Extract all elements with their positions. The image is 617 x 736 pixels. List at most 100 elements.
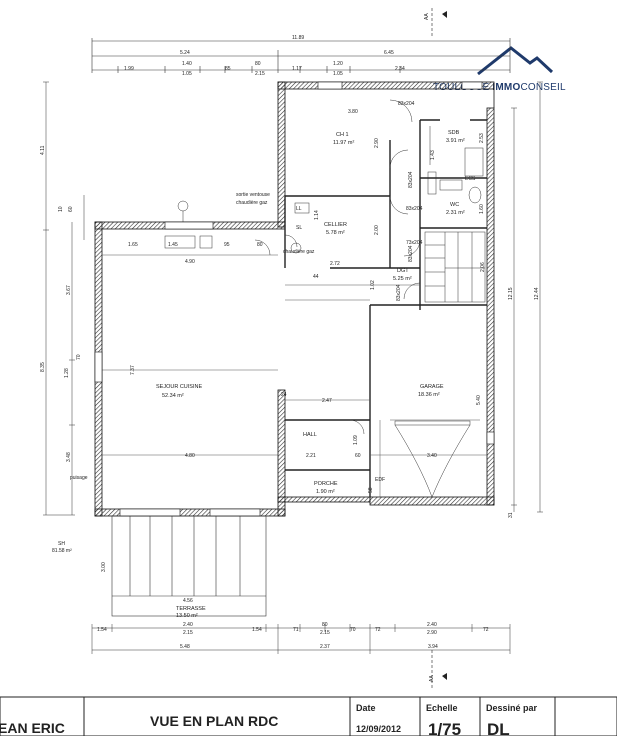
roof-logo-icon bbox=[477, 46, 554, 76]
room-wc-area: 2.31 m² bbox=[446, 210, 465, 216]
kitchen-fixtures bbox=[164, 200, 213, 249]
svg-text:85: 85 bbox=[225, 66, 231, 72]
room-ch1-area: 11.97 m² bbox=[333, 140, 354, 146]
svg-text:70: 70 bbox=[350, 627, 356, 633]
svg-text:1.45: 1.45 bbox=[168, 242, 178, 248]
room-porche-area: 1.90 m² bbox=[316, 489, 335, 495]
svg-text:2.72: 2.72 bbox=[330, 261, 340, 267]
svg-text:2.40: 2.40 bbox=[427, 622, 437, 628]
room-cellier-area: 5.78 m² bbox=[326, 230, 345, 236]
svg-text:2.37: 2.37 bbox=[320, 644, 330, 650]
svg-text:3.67: 3.67 bbox=[66, 285, 72, 295]
svg-text:SL: SL bbox=[296, 225, 302, 231]
svg-text:puisage: puisage bbox=[70, 475, 88, 481]
svg-text:3.48: 3.48 bbox=[66, 452, 72, 462]
svg-text:1.54: 1.54 bbox=[252, 627, 262, 633]
svg-text:2.00: 2.00 bbox=[374, 225, 380, 235]
svg-text:12.15: 12.15 bbox=[508, 287, 514, 300]
svg-text:1.20: 1.20 bbox=[333, 61, 343, 67]
logo-part2: IMMO bbox=[492, 82, 520, 93]
room-sdb-area: 3.91 m² bbox=[446, 138, 465, 144]
room-dgt-name: DGT bbox=[397, 268, 409, 274]
light-partitions bbox=[102, 254, 487, 497]
svg-text:1.40: 1.40 bbox=[182, 61, 192, 67]
svg-text:60: 60 bbox=[68, 206, 74, 212]
svg-text:1.99: 1.99 bbox=[124, 66, 134, 72]
room-terrasse-area: 13.50 m² bbox=[176, 613, 198, 619]
svg-text:31: 31 bbox=[508, 512, 514, 518]
svg-text:80: 80 bbox=[255, 61, 261, 67]
svg-text:60: 60 bbox=[355, 453, 361, 459]
svg-text:2.15: 2.15 bbox=[320, 630, 330, 636]
svg-text:72: 72 bbox=[375, 627, 381, 633]
svg-text:1.60: 1.60 bbox=[479, 204, 485, 214]
svg-text:LL: LL bbox=[296, 206, 302, 212]
svg-text:7.37: 7.37 bbox=[130, 365, 136, 375]
svg-text:11.89: 11.89 bbox=[292, 35, 304, 41]
svg-text:73x204: 73x204 bbox=[406, 240, 423, 246]
svg-text:83x204: 83x204 bbox=[398, 101, 415, 107]
svg-text:3.94: 3.94 bbox=[428, 644, 438, 650]
svg-text:44: 44 bbox=[313, 274, 319, 280]
svg-text:24: 24 bbox=[281, 392, 287, 398]
staircase bbox=[424, 231, 486, 303]
svg-text:sortie ventouse: sortie ventouse bbox=[236, 192, 270, 198]
top-dimensions bbox=[91, 38, 511, 73]
svg-text:1.02: 1.02 bbox=[370, 280, 376, 290]
svg-text:ECS: ECS bbox=[465, 176, 476, 182]
room-sejour-area: 52.34 m² bbox=[162, 393, 184, 399]
garage-door bbox=[394, 420, 471, 498]
svg-text:1.54: 1.54 bbox=[97, 627, 107, 633]
svg-text:1.05: 1.05 bbox=[333, 71, 343, 77]
interior-walls bbox=[284, 119, 487, 497]
svg-text:83x204: 83x204 bbox=[408, 171, 414, 188]
svg-text:chaudière gaz: chaudière gaz bbox=[236, 200, 268, 206]
svg-text:83x204: 83x204 bbox=[408, 245, 414, 262]
svg-text:2.21: 2.21 bbox=[306, 453, 316, 459]
svg-text:80: 80 bbox=[257, 242, 263, 248]
svg-text:81.58 m²: 81.58 m² bbox=[52, 548, 72, 554]
svg-text:1.05: 1.05 bbox=[182, 71, 192, 77]
svg-text:3.80: 3.80 bbox=[348, 109, 358, 115]
svg-text:chaudière gaz: chaudière gaz bbox=[283, 249, 315, 255]
svg-text:83x204: 83x204 bbox=[396, 284, 402, 301]
svg-text:71: 71 bbox=[293, 627, 299, 633]
svg-text:2.47: 2.47 bbox=[322, 398, 332, 404]
room-hall-name: HALL bbox=[303, 432, 317, 438]
room-sejour-name: SEJOUR CUISINE bbox=[156, 384, 202, 390]
section-mark-top: AA bbox=[424, 8, 447, 38]
room-garage-area: 18.36 m² bbox=[418, 392, 440, 398]
svg-text:SH: SH bbox=[58, 541, 65, 547]
svg-text:2.34: 2.34 bbox=[395, 66, 405, 72]
svg-text:80: 80 bbox=[322, 622, 328, 628]
room-cellier-name: CELLIER bbox=[324, 222, 347, 228]
right-dimensions bbox=[511, 81, 543, 513]
room-dgt-area: 5.25 m² bbox=[393, 276, 412, 282]
svg-text:AA: AA bbox=[424, 13, 430, 20]
room-porche-name: PORCHE bbox=[314, 481, 338, 487]
svg-text:1.14: 1.14 bbox=[314, 210, 320, 220]
door-swings bbox=[254, 99, 421, 435]
windows bbox=[94, 81, 495, 517]
svg-text:2.90: 2.90 bbox=[427, 630, 437, 636]
logo-part3: CONSEIL bbox=[520, 82, 566, 93]
svg-text:4.80: 4.80 bbox=[185, 453, 195, 459]
svg-text:4.11: 4.11 bbox=[40, 145, 46, 155]
svg-text:2.53: 2.53 bbox=[479, 133, 485, 143]
svg-text:2.15: 2.15 bbox=[183, 630, 193, 636]
exterior-walls bbox=[94, 81, 495, 517]
room-garage-name: GARAGE bbox=[420, 384, 444, 390]
bottom-dimensions bbox=[91, 624, 511, 654]
svg-text:1.09: 1.09 bbox=[353, 435, 359, 445]
svg-text:10: 10 bbox=[58, 206, 64, 212]
room-terrasse-name: TERRASSE bbox=[176, 606, 206, 612]
svg-text:5.48: 5.48 bbox=[180, 644, 190, 650]
svg-text:58: 58 bbox=[368, 487, 374, 493]
svg-text:2.15: 2.15 bbox=[255, 71, 265, 77]
left-dimensions bbox=[43, 81, 85, 516]
svg-text:6.45: 6.45 bbox=[384, 50, 394, 56]
svg-text:4.90: 4.90 bbox=[185, 259, 195, 265]
svg-text:5.40: 5.40 bbox=[476, 395, 482, 405]
